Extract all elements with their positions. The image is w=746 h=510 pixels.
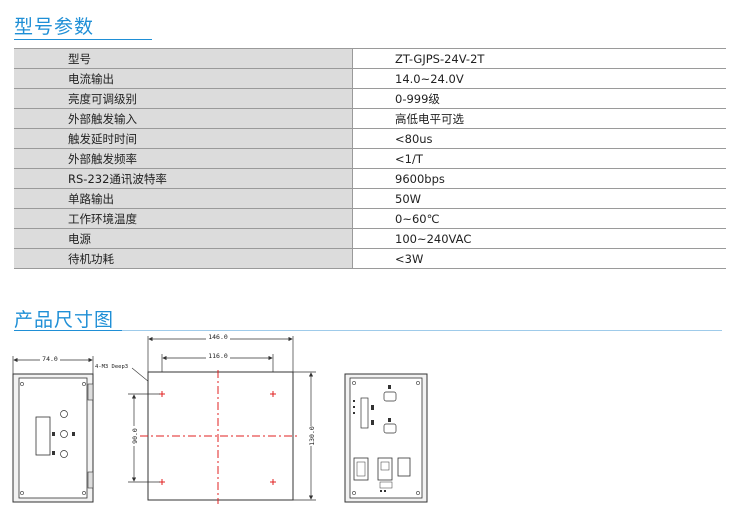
spec-value: 14.0~24.0V bbox=[352, 68, 726, 89]
spec-value: 50W bbox=[352, 188, 726, 209]
spec-title-underline bbox=[14, 39, 152, 40]
dimension-section-title: 产品尺寸图 bbox=[14, 309, 115, 331]
spec-value: ZT-GJPS-24V-2T bbox=[352, 48, 726, 69]
hole-note-label: 4-M3 Deep3 bbox=[95, 364, 128, 370]
spec-label: 电源 bbox=[14, 228, 353, 249]
spec-value: 9600bps bbox=[352, 168, 726, 189]
top-inner-width-label: 116.0 bbox=[208, 352, 228, 360]
spec-value: <80us bbox=[352, 128, 726, 149]
spec-value: 0~60℃ bbox=[352, 208, 726, 229]
spec-label: 工作环境温度 bbox=[14, 208, 353, 229]
spec-row: 外部触发输入高低电平可选 bbox=[14, 108, 726, 129]
front-width-label: 74.0 bbox=[42, 355, 58, 363]
spec-section-title: 型号参数 bbox=[14, 16, 95, 38]
spec-label: 电流输出 bbox=[14, 68, 353, 89]
spec-row: 外部触发频率<1/T bbox=[14, 148, 726, 169]
spec-label: 亮度可调级别 bbox=[14, 88, 353, 109]
hole-spacing-label: 90.0 bbox=[131, 428, 139, 444]
dimension-title-underline bbox=[14, 330, 122, 331]
top-view: 146.0 116.0 4-M3 Deep3 90.0 130 bbox=[95, 332, 316, 504]
front-view: 74.0 bbox=[12, 354, 94, 503]
spec-label: 型号 bbox=[14, 48, 353, 69]
spec-label: 单路输出 bbox=[14, 188, 353, 209]
spec-row: 触发延时时间<80us bbox=[14, 128, 726, 149]
spec-label: 外部触发输入 bbox=[14, 108, 353, 129]
depth-label: 130.0 bbox=[308, 426, 316, 446]
spec-value: <3W bbox=[352, 248, 726, 269]
spec-row: 待机功耗<3W bbox=[14, 248, 726, 269]
spec-label: 外部触发频率 bbox=[14, 148, 353, 169]
spec-label: RS-232通讯波特率 bbox=[14, 168, 353, 189]
dimension-title-line bbox=[14, 330, 722, 331]
spec-label: 触发延时时间 bbox=[14, 128, 353, 149]
spec-value: 0-999级 bbox=[352, 88, 726, 109]
top-outer-width-label: 146.0 bbox=[208, 333, 228, 341]
spec-value: <1/T bbox=[352, 148, 726, 169]
spec-label: 待机功耗 bbox=[14, 248, 353, 269]
dimension-drawings: 74.0 146.0 116.0 4-M3 Deep3 bbox=[12, 332, 428, 504]
spec-value: 100~240VAC bbox=[352, 228, 726, 249]
rear-view bbox=[344, 373, 428, 503]
spec-value: 高低电平可选 bbox=[352, 108, 726, 129]
